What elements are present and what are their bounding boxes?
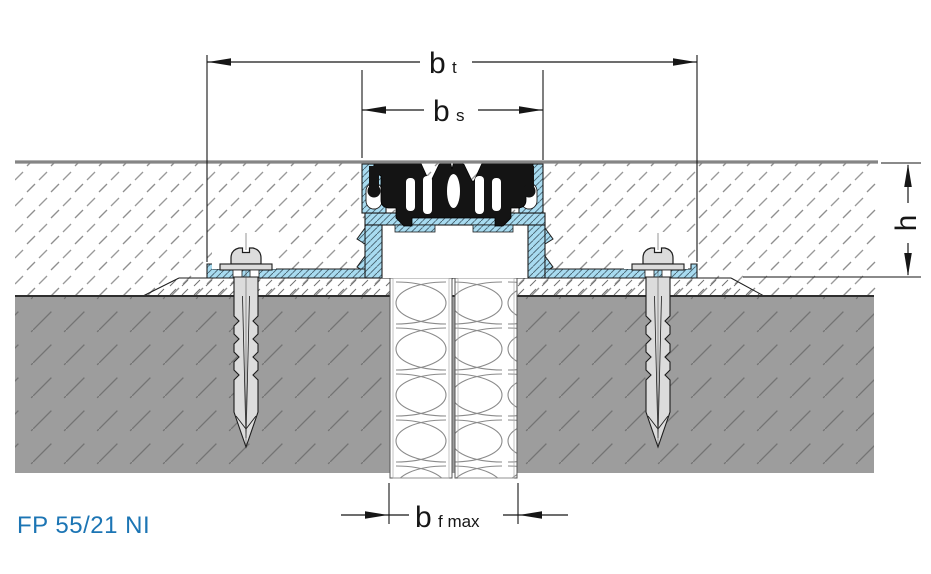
rubber-insert bbox=[367, 160, 536, 227]
bf-label: b bbox=[415, 501, 432, 534]
bs-subscript: s bbox=[456, 106, 465, 125]
dimension-bf-max: b f max bbox=[341, 483, 568, 534]
profile-wall-left bbox=[364, 224, 383, 279]
dimension-bs: b s bbox=[361, 70, 544, 160]
product-code-label: FP 55/21 NI bbox=[17, 512, 150, 539]
bt-label: b bbox=[429, 47, 446, 80]
profile-wall-right bbox=[527, 224, 546, 279]
bs-label: b bbox=[433, 95, 450, 128]
h-label: h bbox=[890, 215, 923, 232]
bt-subscript: t bbox=[452, 58, 457, 77]
joint-filler bbox=[389, 277, 518, 479]
profile-flange-right bbox=[544, 263, 698, 279]
bf-subscript: f max bbox=[438, 512, 480, 531]
dimension-h: h bbox=[743, 162, 923, 278]
dimension-bt: b t bbox=[206, 47, 698, 262]
